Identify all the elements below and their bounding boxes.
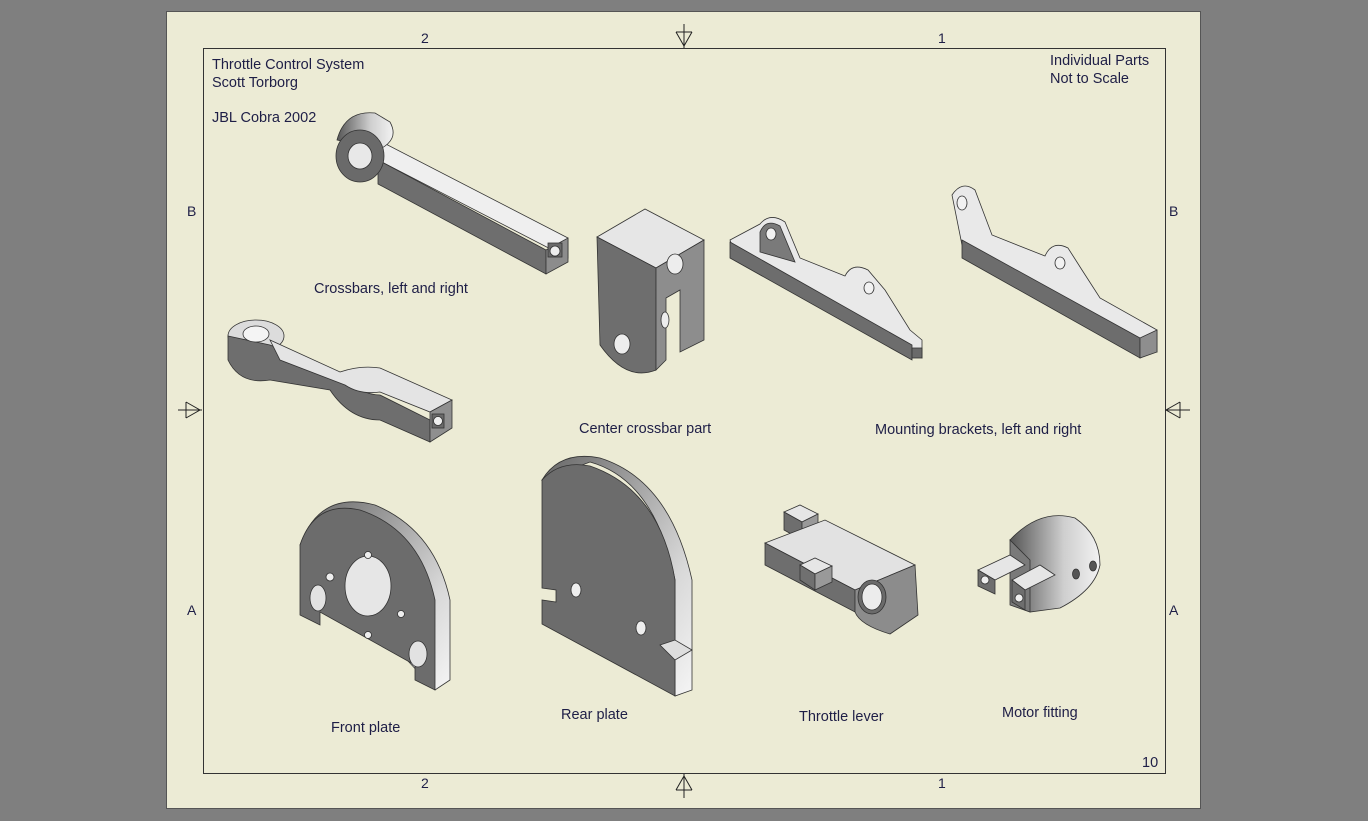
zone-top-left: 2 bbox=[421, 30, 429, 46]
part-front-plate bbox=[299, 501, 451, 691]
label-center-crossbar: Center crossbar part bbox=[579, 421, 712, 437]
label-motor-fitting: Motor fitting bbox=[1002, 705, 1078, 721]
sheet-number: 10 bbox=[1142, 755, 1159, 771]
part-throttle-lever bbox=[764, 504, 919, 635]
part-mounting-bracket-left bbox=[729, 217, 923, 361]
zone-right-upper: B bbox=[1169, 203, 1179, 219]
zone-top-right: 1 bbox=[938, 30, 946, 46]
zone-bottom-right: 1 bbox=[938, 775, 946, 791]
zone-bottom-left: 2 bbox=[421, 775, 429, 791]
part-crossbar-straight bbox=[335, 112, 569, 275]
label-mounting-brackets: Mounting brackets, left and right bbox=[875, 422, 1082, 438]
part-crossbar-offset bbox=[227, 319, 453, 443]
zone-left-lower: A bbox=[187, 602, 197, 618]
label-front-plate: Front plate bbox=[331, 720, 401, 736]
title-project: JBL Cobra 2002 bbox=[212, 110, 317, 126]
frame-marker-bottom bbox=[675, 774, 693, 798]
part-mounting-bracket-right bbox=[951, 185, 1158, 359]
part-rear-plate bbox=[541, 455, 693, 697]
label-crossbars: Crossbars, left and right bbox=[314, 281, 468, 297]
title-author: Scott Torborg bbox=[212, 75, 298, 91]
title-individual-parts: Individual Parts bbox=[1050, 53, 1150, 69]
label-rear-plate: Rear plate bbox=[561, 707, 628, 723]
title-system: Throttle Control System bbox=[212, 57, 365, 73]
part-motor-fitting bbox=[977, 515, 1101, 613]
zone-left-upper: B bbox=[187, 203, 197, 219]
frame-marker-top bbox=[675, 24, 693, 48]
label-throttle-lever: Throttle lever bbox=[799, 709, 884, 725]
frame-marker-right bbox=[1164, 401, 1190, 419]
part-center-crossbar bbox=[596, 208, 705, 374]
frame-marker-left bbox=[178, 401, 202, 419]
drawing-frame bbox=[203, 48, 1166, 774]
zone-right-lower: A bbox=[1169, 602, 1179, 618]
title-scale-note: Not to Scale bbox=[1050, 71, 1129, 87]
